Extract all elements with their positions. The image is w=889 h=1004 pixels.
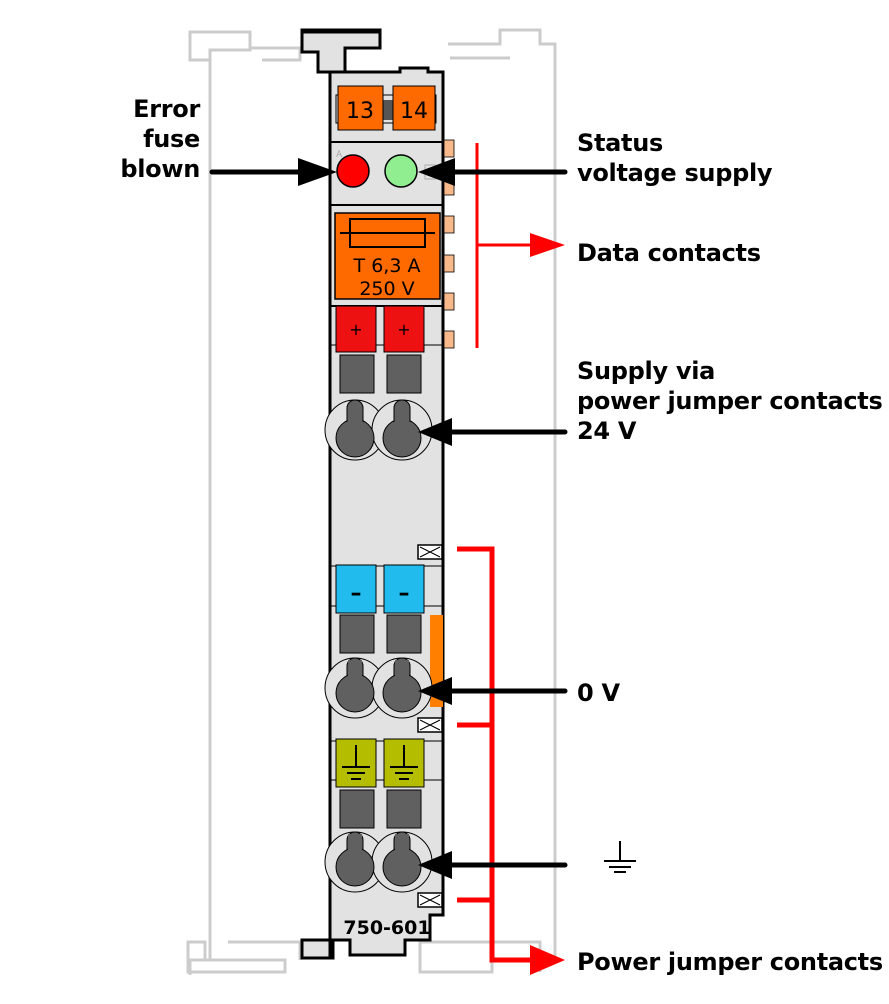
label-line: fuse <box>143 125 200 153</box>
fuse-holder: T 6,3 A 250 V <box>334 212 441 300</box>
status-voltage-supply-label: Status voltage supply <box>577 128 773 188</box>
plus-terminal-left <box>335 305 377 353</box>
minus-terminals: – – <box>331 564 443 707</box>
arrow-left-icon <box>418 158 455 186</box>
label-line: 24 V <box>577 417 637 445</box>
arrow-left-icon <box>418 851 452 879</box>
arrow-left-icon <box>418 418 452 446</box>
minus-symbol: – <box>399 581 410 606</box>
terminal-14-label: 14 <box>400 99 428 124</box>
power-jumper-arrow-icon <box>530 945 565 975</box>
terminal-block-13-14: 13 14 <box>335 85 437 131</box>
part-number: 750-601 <box>343 917 430 939</box>
data-contacts-arrow-icon <box>530 233 565 257</box>
zero-volt-arrow <box>418 677 568 705</box>
error-fuse-blown-label: Error fuse blown <box>120 94 200 184</box>
power-jumper-bracket <box>457 546 535 963</box>
ground-terminals <box>331 738 442 788</box>
clamp-group-0v <box>324 614 433 719</box>
plus-symbol: + <box>349 320 362 339</box>
minus-terminal-left <box>335 564 377 614</box>
arrow-right-icon <box>298 158 337 186</box>
label-line: blown <box>120 155 200 183</box>
label-line: power jumper contacts <box>577 387 883 415</box>
status-led-arrow <box>418 158 568 186</box>
ground-icon <box>342 745 370 780</box>
status-led <box>384 154 418 188</box>
led-a-label: A <box>336 150 343 160</box>
arrow-left-icon <box>418 677 452 705</box>
minus-symbol: – <box>351 581 362 606</box>
minus-terminal-right <box>383 564 425 614</box>
ground-arrow <box>418 851 568 879</box>
terminal-14 <box>392 85 436 131</box>
led-section: A <box>336 150 436 188</box>
supply-24v-arrow <box>418 418 568 446</box>
data-contact-pads <box>443 139 455 349</box>
fuse-rating-current: T 6,3 A <box>353 255 421 277</box>
power-jumper-contact-marks <box>417 544 443 908</box>
ground-symbol-icon <box>604 841 636 873</box>
ground-icon <box>390 745 418 780</box>
error-led <box>336 154 370 188</box>
data-contacts-bracket <box>475 143 535 348</box>
error-led-arrow <box>209 158 337 186</box>
plus-terminal-right <box>383 305 425 353</box>
label-line: Status <box>577 129 663 157</box>
label-line: voltage supply <box>577 159 773 187</box>
supply-power-jumper-label: Supply via power jumper contacts 24 V <box>577 356 883 446</box>
terminal-13 <box>337 85 384 131</box>
data-contacts-label: Data contacts <box>577 239 761 267</box>
din-rail-outline <box>186 28 557 975</box>
label-line: Error <box>133 95 200 123</box>
fuse-rating-voltage: 250 V <box>359 278 414 300</box>
terminal-13-label: 13 <box>346 99 374 124</box>
clamp-group-24v <box>324 354 433 461</box>
label-line: Supply via <box>577 357 716 385</box>
zero-volt-label: 0 V <box>577 679 620 707</box>
plus-terminals: + + <box>331 305 442 353</box>
power-jumper-contacts-label: Power jumper contacts <box>577 948 883 976</box>
clamp-group-ground <box>324 789 433 893</box>
plus-symbol: + <box>397 320 410 339</box>
